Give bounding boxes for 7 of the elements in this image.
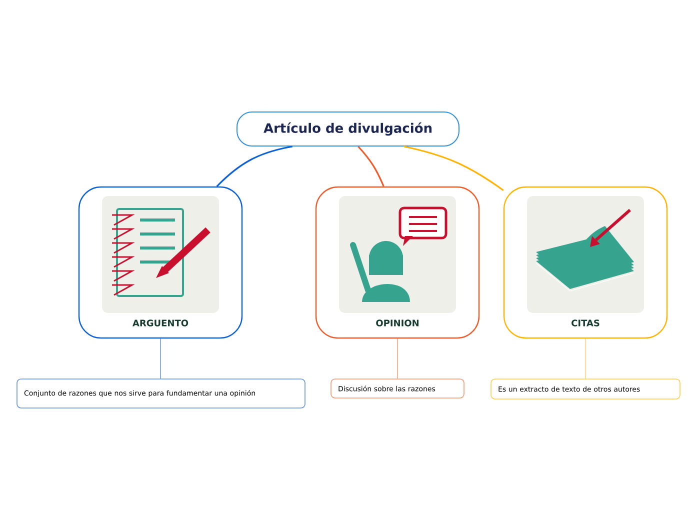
connector-line — [216, 146, 293, 187]
connector-line — [358, 146, 384, 187]
connector-line — [404, 146, 504, 191]
connector-line — [160, 338, 161, 379]
title-box: Artículo de divulgación — [236, 112, 460, 146]
connector-line — [397, 338, 398, 379]
connector-line — [585, 338, 586, 379]
